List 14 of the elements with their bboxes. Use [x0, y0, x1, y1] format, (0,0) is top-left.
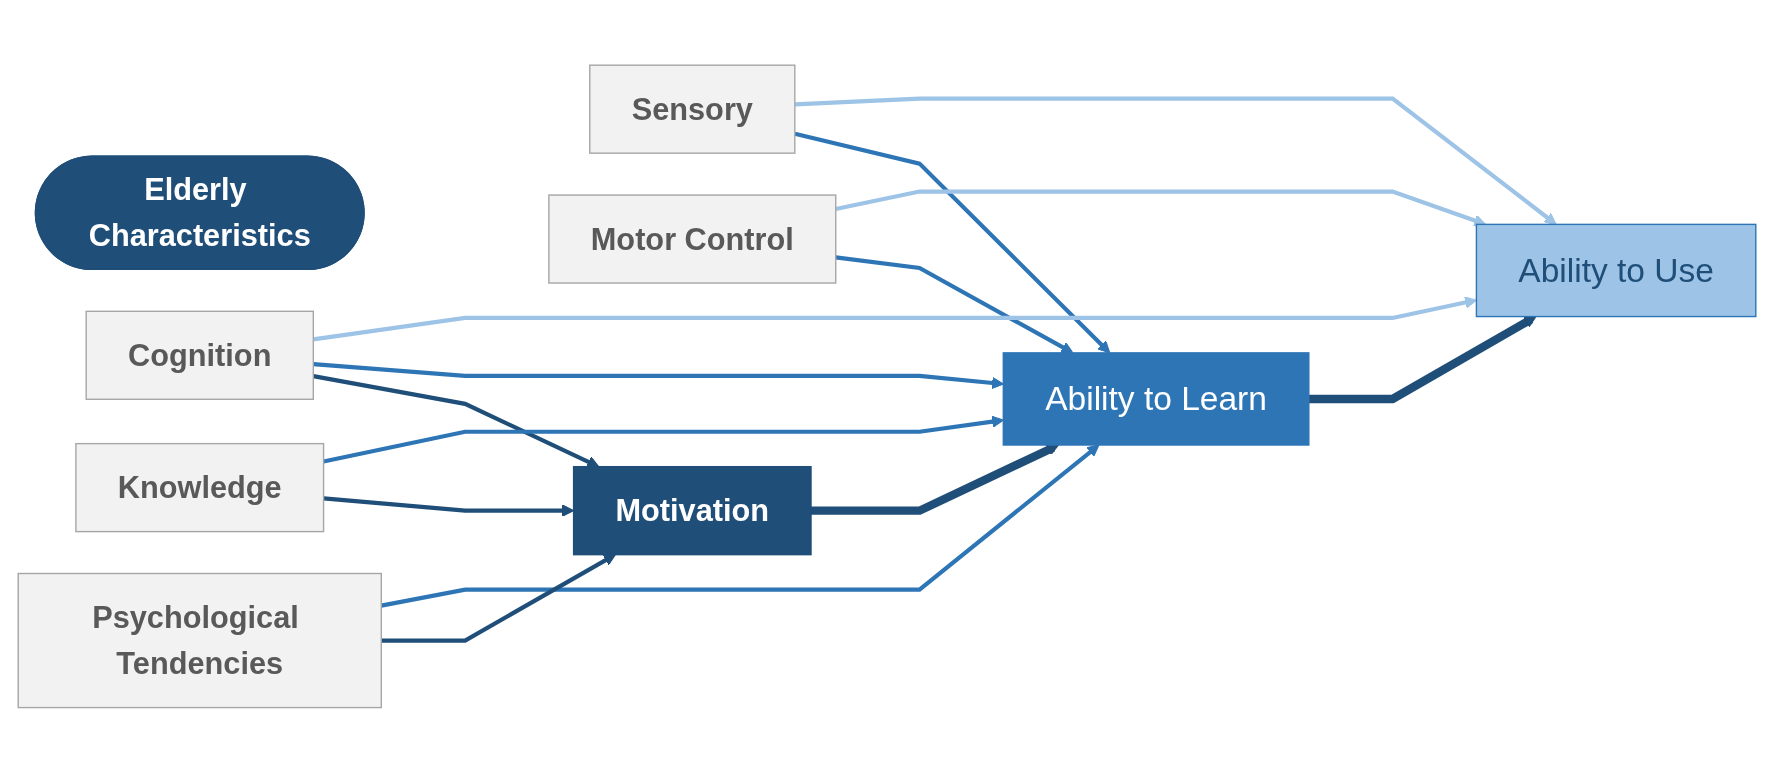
arrow: [380, 553, 616, 643]
arrow: [380, 444, 1099, 608]
arrow: [312, 373, 599, 468]
node-box: Ability to Use: [1475, 223, 1756, 317]
node-box: Psychological Tendencies: [17, 572, 382, 708]
node-box: Knowledge: [74, 442, 324, 532]
arrow: [810, 443, 1059, 515]
node-box: Ability to Learn: [1002, 351, 1310, 446]
arrow: [794, 96, 1557, 225]
arrow: [1308, 315, 1536, 403]
node-box: Motivation: [572, 465, 812, 555]
node-box: Motor Control: [547, 193, 836, 284]
node-box: Sensory: [588, 64, 796, 154]
node-box: Cognition: [85, 310, 314, 400]
